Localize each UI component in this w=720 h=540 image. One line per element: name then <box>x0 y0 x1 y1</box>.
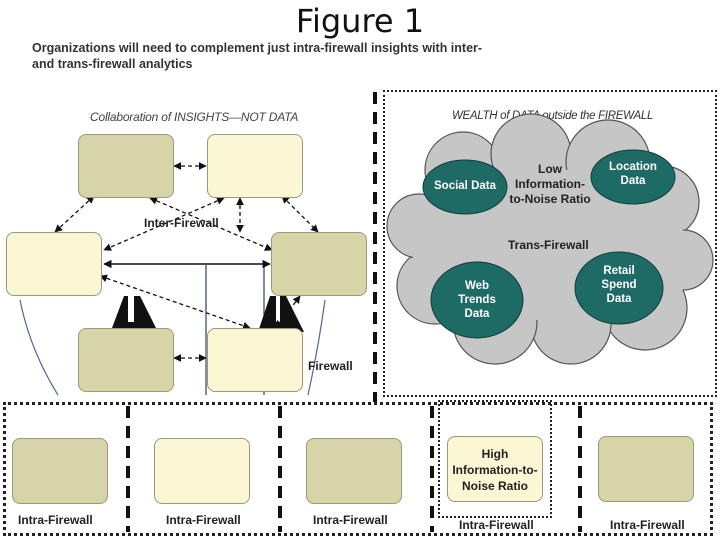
panel-separator <box>373 92 377 402</box>
ellipse-web <box>430 261 524 339</box>
figure-title: Figure 1 <box>295 2 425 40</box>
insights-heading: Collaboration of INSIGHTS—NOT DATA <box>90 110 299 124</box>
org-box-mid-right <box>271 232 367 296</box>
org-box-bottom-left <box>78 328 174 392</box>
intra-box-5 <box>598 436 694 502</box>
low-ratio-label: Low Information-to-Noise Ratio <box>509 162 591 206</box>
web-trends-data-label: Web Trends Data <box>458 280 496 320</box>
ellipse-location <box>590 149 676 205</box>
curve-left <box>19 299 59 396</box>
highlight-frame <box>438 400 552 518</box>
inter-firewall-label: Inter-Firewall <box>144 216 219 230</box>
intra-label-3: Intra-Firewall <box>313 513 388 527</box>
intra-label-2: Intra-Firewall <box>166 513 241 527</box>
arrow-tr-right <box>281 195 319 233</box>
retail-spend-data-label: Retail Spend Data <box>601 265 637 305</box>
funnel-left <box>112 296 156 328</box>
intra-box-4-highlight <box>447 436 543 502</box>
funnel-right <box>258 296 304 332</box>
arrow-tl-left <box>54 195 95 233</box>
intra-firewall-strip <box>3 402 713 536</box>
ellipse-retail <box>574 251 664 325</box>
trans-firewall-label: Trans-Firewall <box>508 238 589 252</box>
location-data-label: Location Data <box>609 161 657 187</box>
arrow-diag-3 <box>99 274 251 330</box>
intra-box-3 <box>306 438 402 504</box>
org-box-top-right <box>207 134 303 198</box>
intra-label-4: Intra-Firewall <box>459 518 534 532</box>
wealth-heading: WEALTH of DATA outside the FIREWALL <box>452 110 654 122</box>
high-ratio-label: High Information-to-Noise Ratio <box>452 447 538 493</box>
wealth-panel <box>383 90 717 397</box>
social-data-label: Social Data <box>434 180 496 192</box>
data-source-ellipses <box>422 149 676 339</box>
org-box-bottom-right <box>207 328 303 392</box>
strip-separators <box>126 406 582 532</box>
firewall-label: Firewall <box>308 359 353 373</box>
intra-box-2 <box>154 438 250 504</box>
org-box-mid-left <box>6 232 102 296</box>
org-box-top-left <box>78 134 174 198</box>
arrow-diag-2 <box>149 197 273 251</box>
curve-right <box>307 299 326 396</box>
figure-subtitle: Organizations will need to complement ju… <box>32 41 483 71</box>
ellipse-social <box>422 159 508 215</box>
intra-box-1 <box>12 438 108 504</box>
intra-label-1: Intra-Firewall <box>18 513 93 527</box>
intra-label-5: Intra-Firewall <box>610 518 685 532</box>
